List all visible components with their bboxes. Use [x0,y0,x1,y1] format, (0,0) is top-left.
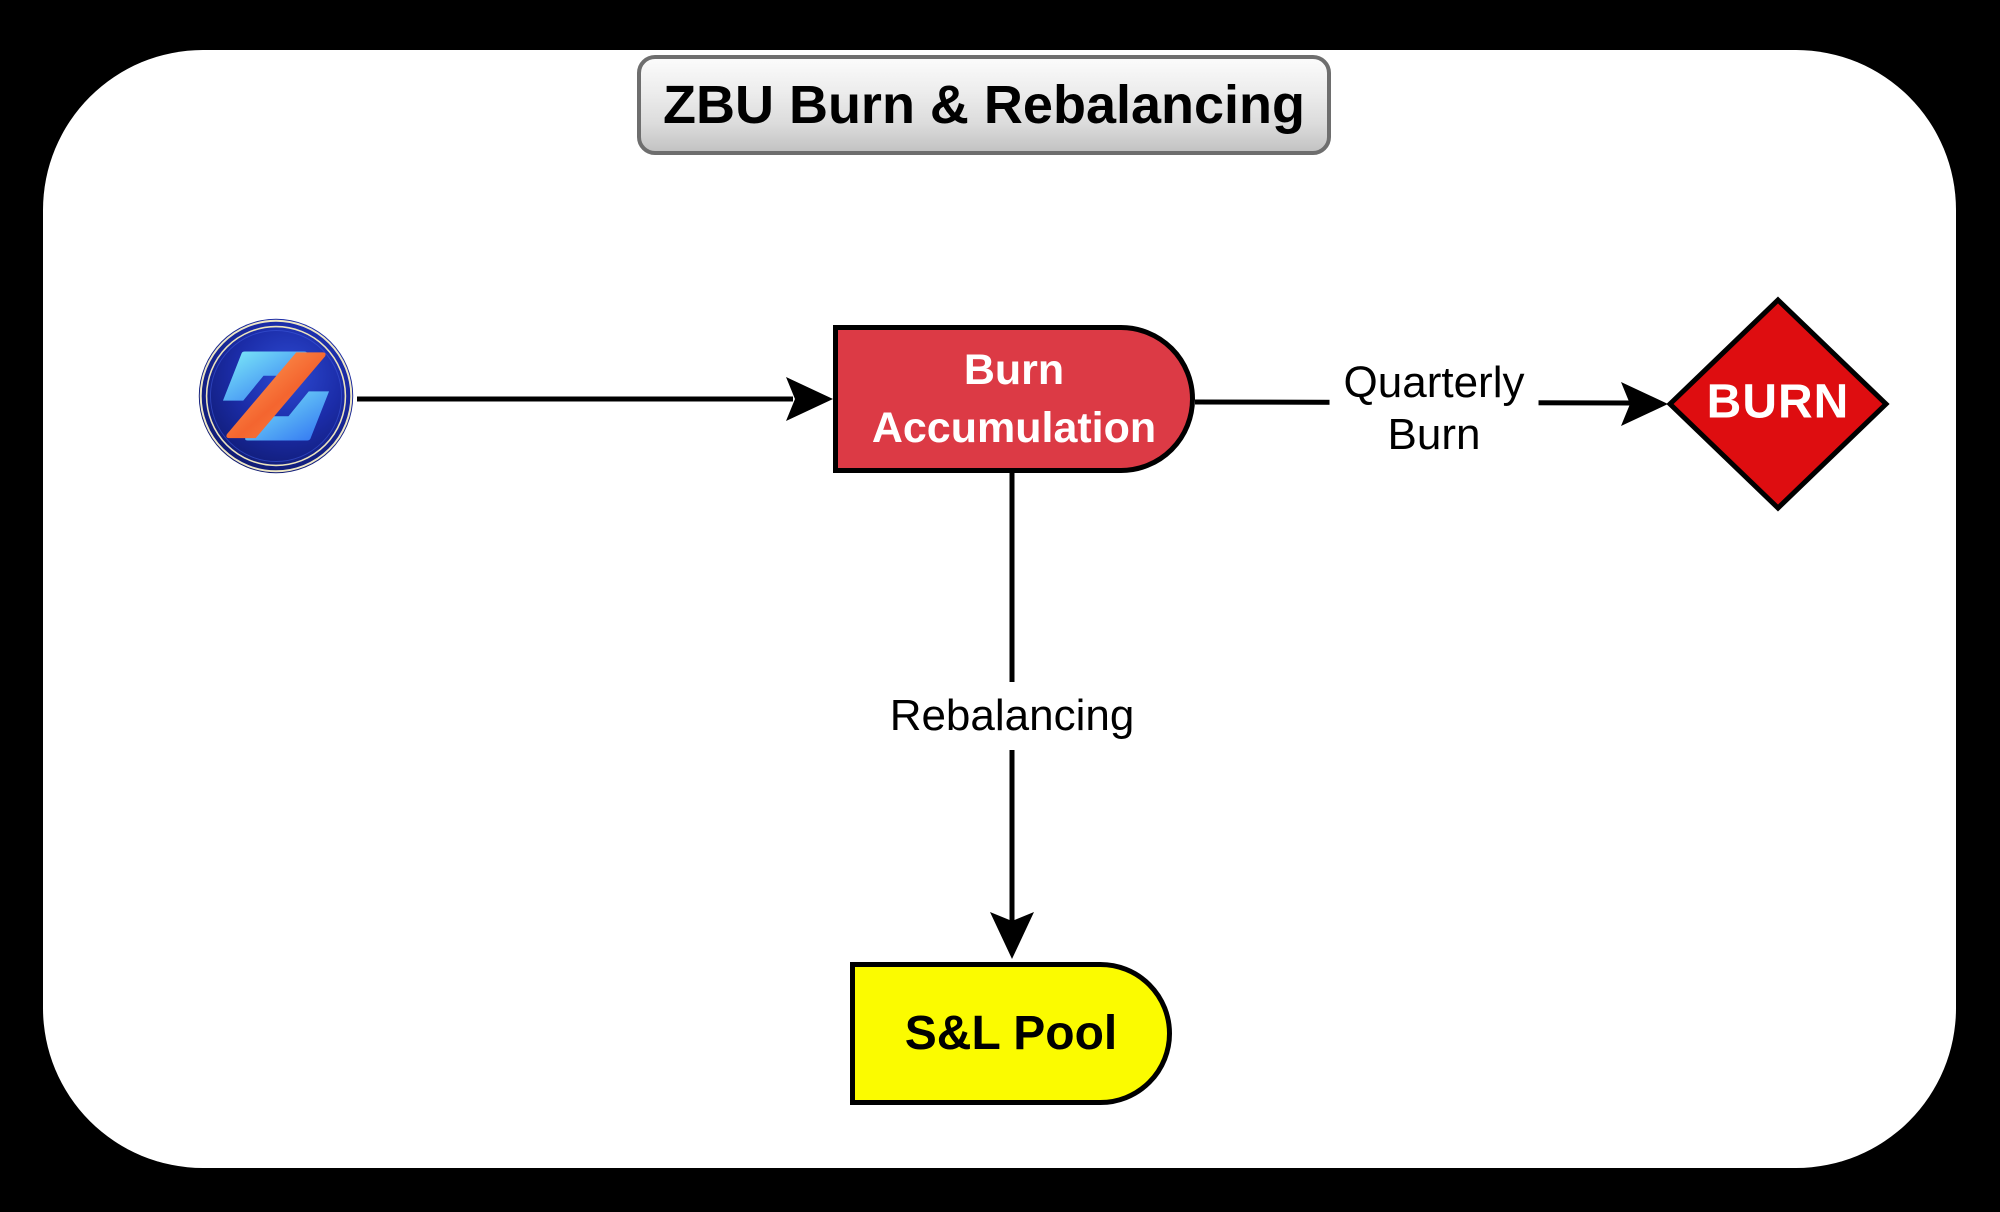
node-burn-label: BURN [1706,375,1850,429]
node-snl-pool-label: S&L Pool [904,1007,1118,1060]
coin-inner-ring [205,325,347,467]
edge-label-rebalancing-text: Rebalancing [889,691,1135,740]
edge-label-quarterly-burn-line1: Quarterly [1343,358,1525,407]
node-burn-accumulation: Burn Accumulation [833,325,1195,473]
z-symbol-top-cyan [222,351,307,401]
z-symbol-bottom-cyan [245,391,330,441]
coin-accent-ring [210,330,342,462]
edge-label-quarterly-burn: Quarterly Burn [1329,357,1539,461]
coin-outer-ring [199,319,353,473]
diagram-title-text: ZBU Burn & Rebalancing [662,75,1306,135]
node-snl-pool: S&L Pool [850,962,1172,1105]
z-symbol-diagonal-orange [226,352,326,439]
node-burn-accumulation-label: Burn Accumulation [871,346,1157,452]
edge-label-rebalancing: Rebalancing [875,682,1149,750]
zbu-token-logo-icon [198,318,354,474]
diagram-title: ZBU Burn & Rebalancing [637,55,1331,155]
zbu-z-symbol-icon [222,351,330,441]
edge-label-quarterly-burn-line2: Burn [1387,410,1481,459]
